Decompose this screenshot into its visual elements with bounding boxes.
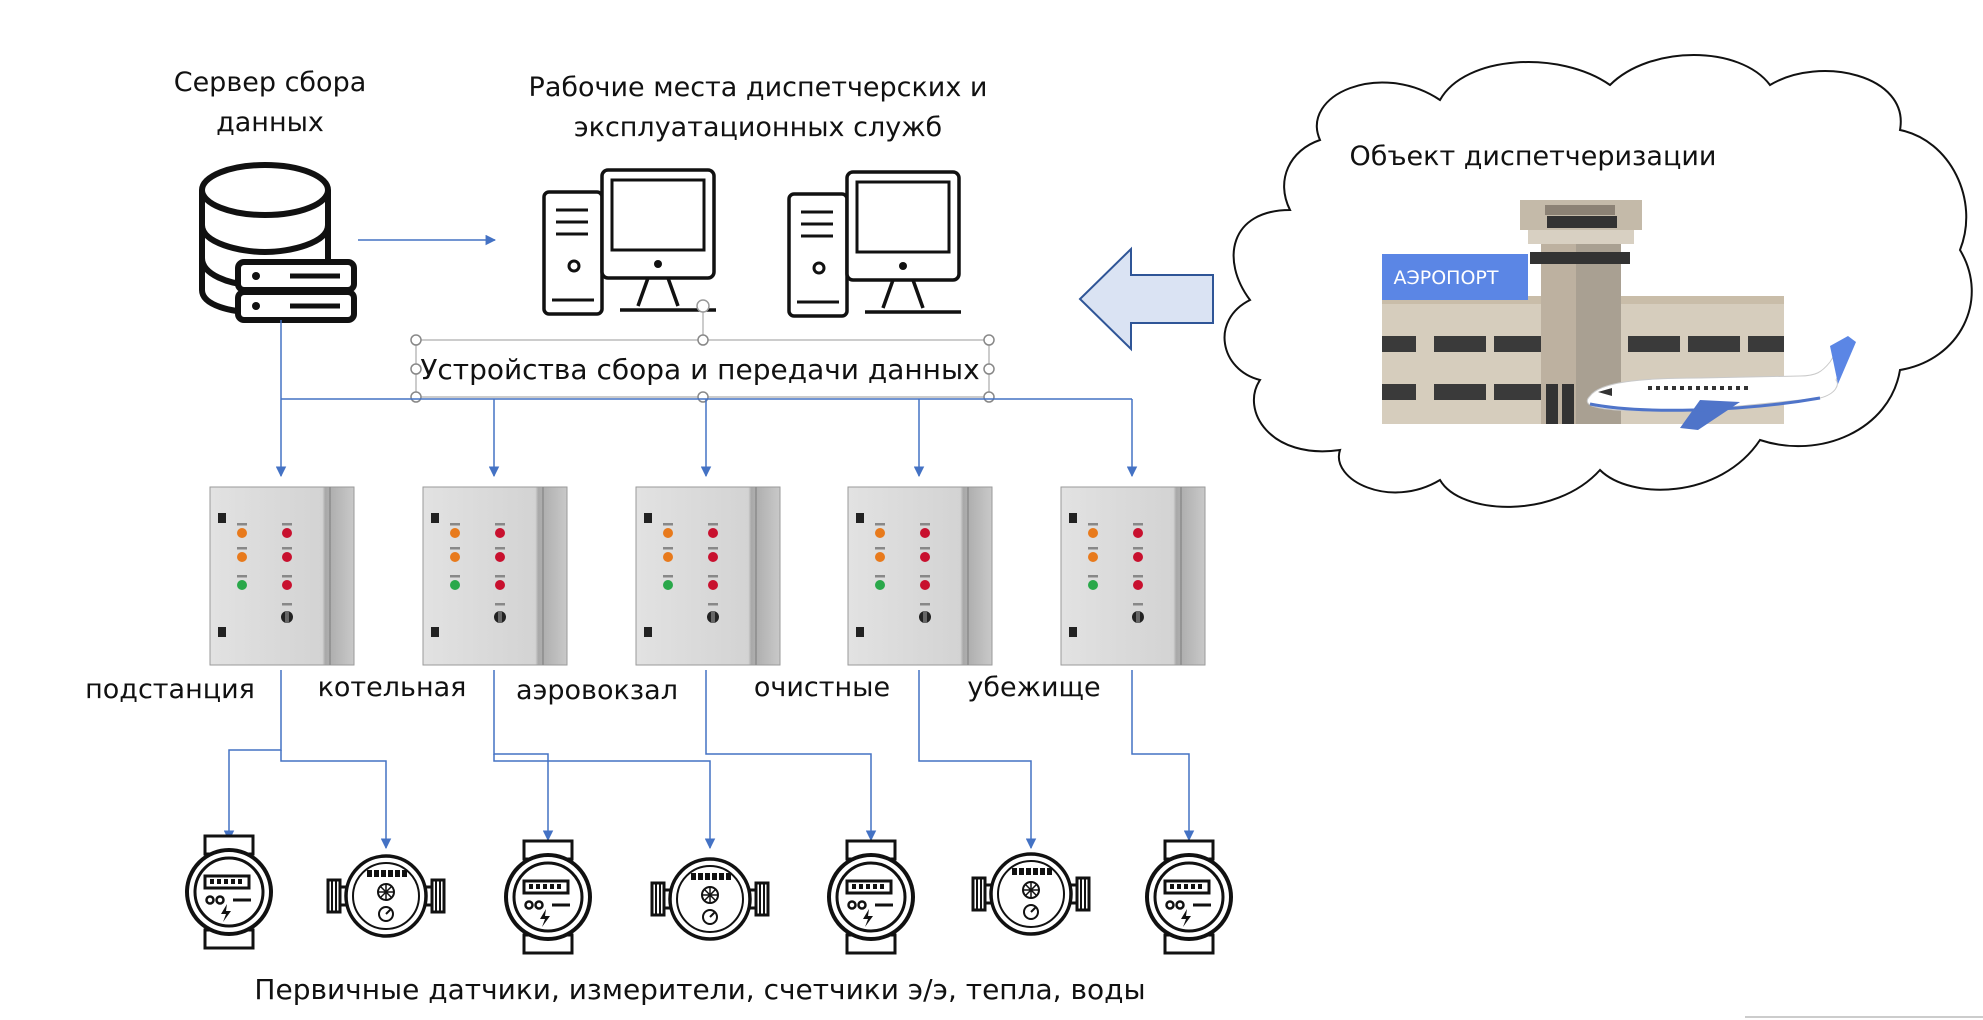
desktop-computer-icon	[542, 168, 718, 316]
water-meter-icon	[326, 854, 446, 938]
database-server-icon	[199, 162, 357, 323]
electric-meter-icon	[827, 839, 915, 955]
panel-label: аэровокзал	[516, 675, 678, 706]
left-arrow-shape	[1078, 246, 1214, 352]
sensors-label: Первичные датчики, измерители, счетчики …	[254, 973, 1145, 1006]
collector-label: Устройства сбора и передачи данных	[420, 353, 979, 386]
bus-drop-arrows	[275, 399, 1138, 478]
server-label-line2: данных	[216, 107, 324, 138]
electric-meter-icon	[185, 834, 273, 950]
workstations-label-line2: эксплуатационных служб	[574, 112, 942, 143]
control-cabinet	[1060, 486, 1206, 666]
panel-label: убежище	[967, 672, 1100, 703]
panel-label: очистные	[754, 672, 890, 703]
workstations-label-line1: Рабочие места диспетчерских и	[529, 72, 988, 103]
control-cabinet	[635, 486, 781, 666]
panel-label: подстанция	[85, 674, 255, 705]
collector-box	[410, 299, 995, 403]
control-cabinet	[209, 486, 355, 666]
panel-label: котельная	[318, 672, 467, 703]
water-meter-icon	[971, 852, 1091, 936]
airport-illustration: АЭРОПОРТ	[1382, 200, 1856, 430]
control-cabinet	[422, 486, 568, 666]
desktop-computer-icon	[787, 170, 963, 318]
electric-meter-icon	[504, 839, 592, 955]
sensor-connectors	[223, 670, 1195, 850]
electric-meter-icon	[1145, 839, 1233, 955]
water-meter-icon	[650, 857, 770, 941]
object-label: Объект диспетчеризации	[1350, 141, 1717, 172]
server-label-line1: Сервер сбора	[174, 67, 367, 98]
control-cabinet	[847, 486, 993, 666]
airport-sign: АЭРОПОРТ	[1394, 267, 1499, 289]
